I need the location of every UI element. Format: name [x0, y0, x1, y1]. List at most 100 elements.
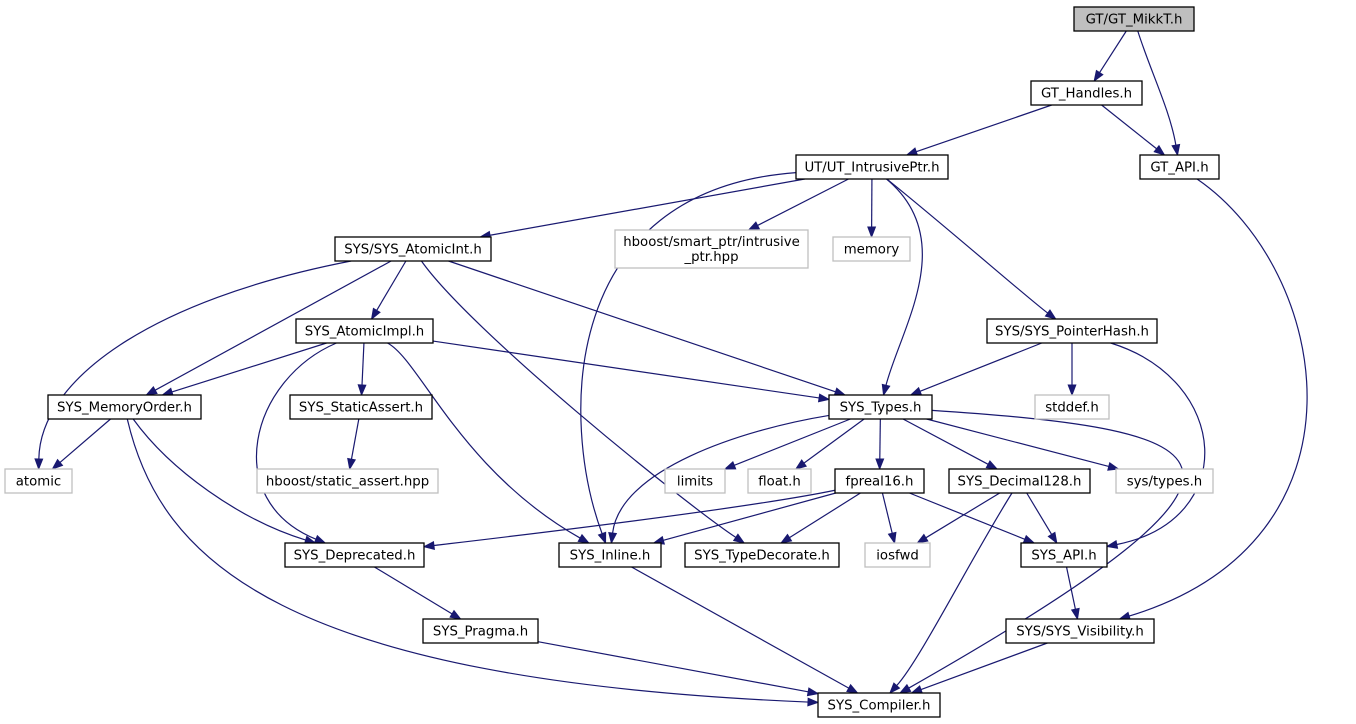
node-label: SYS_Pragma.h [433, 625, 528, 640]
node-sys_atomicint[interactable]: SYS/SYS_AtomicInt.h [334, 236, 492, 262]
edge-gt_handles-to-gt_api [1101, 104, 1166, 156]
edge-ut_intrusiveptr-to-memory [867, 178, 877, 239]
edge-sys_decimal128-to-iosfwd [916, 492, 1001, 544]
edges-layer [34, 30, 1308, 707]
node-memory: memory [832, 236, 911, 262]
edge-ut_intrusiveptr-to-sys_inline [580, 172, 797, 545]
node-label: GT_API.h [1150, 161, 1208, 176]
edge-gt_mikkt-to-gt_api [1137, 30, 1181, 157]
node-label: GT/GT_MikkT.h [1086, 13, 1183, 28]
edge-sys_inline-to-sys_compiler [631, 566, 859, 694]
edge-sys_decimal128-to-sys_api [1026, 492, 1058, 545]
edge-fpreal16-to-iosfwd [881, 492, 897, 545]
node-sys_pointerhash[interactable]: SYS/SYS_PointerHash.h [986, 318, 1158, 344]
node-label: SYS/SYS_Visibility.h [1016, 625, 1144, 640]
edge-sys_memoryorder-to-sys_deprecated [132, 418, 317, 545]
node-sys_memoryorder[interactable]: SYS_MemoryOrder.h [47, 394, 202, 420]
node-sys_atomicimpl[interactable]: SYS_AtomicImpl.h [295, 318, 434, 344]
edge-sys_atomicimpl-to-sys_types [432, 340, 831, 403]
edge-sys_atomicint-to-atomic [34, 260, 352, 471]
node-limits: limits [664, 468, 726, 494]
node-sys_inline[interactable]: SYS_Inline.h [558, 542, 662, 568]
edge-sys_atomicimpl-to-sys_inline [387, 342, 591, 544]
edge-fpreal16-to-sys_deprecated [422, 489, 836, 550]
edge-sys_types-to-fpreal16 [875, 418, 885, 471]
node-label: SYS_Deprecated.h [294, 549, 416, 564]
node-label: SYS_AtomicImpl.h [305, 325, 424, 340]
node-sys_staticassert[interactable]: SYS_StaticAssert.h [289, 394, 433, 420]
node-fpreal16[interactable]: fpreal16.h [834, 468, 925, 494]
edge-gt_api-to-sys_visibility [1118, 178, 1308, 621]
node-float_h: float.h [747, 468, 812, 494]
edge-sys_atomicint-to-sys_memoryorder [145, 260, 392, 396]
node-label: sys/types.h [1127, 475, 1203, 490]
node-label: GT_Handles.h [1041, 87, 1132, 102]
edge-sys_atomicimpl-to-sys_staticassert [357, 342, 367, 397]
node-sys_visibility[interactable]: SYS/SYS_Visibility.h [1005, 618, 1155, 644]
node-gt_handles[interactable]: GT_Handles.h [1030, 80, 1143, 106]
node-label: stddef.h [1045, 401, 1099, 416]
edge-sys_pragma-to-sys_compiler [537, 641, 820, 697]
edge-sys_staticassert-to-hboost_static_assert [347, 418, 360, 471]
node-sys_types[interactable]: SYS_Types.h [828, 394, 933, 420]
node-label: SYS_MemoryOrder.h [57, 401, 192, 416]
edge-gt_handles-to-ut_intrusiveptr [905, 104, 1052, 156]
edge-ut_intrusiveptr-to-sys_pointerhash [886, 178, 1057, 320]
node-label: SYS_Types.h [840, 401, 922, 416]
node-sys_decimal128[interactable]: SYS_Decimal128.h [948, 468, 1091, 494]
node-label: _ptr.hpp [683, 250, 738, 265]
edge-fpreal16-to-sys_inline [652, 492, 836, 545]
edge-sys_deprecated-to-sys_pragma [374, 566, 462, 620]
edge-fpreal16-to-sys_api [909, 492, 1036, 544]
node-label: memory [844, 243, 900, 258]
node-label: hboost/smart_ptr/intrusive [623, 235, 800, 250]
node-label: atomic [16, 475, 61, 490]
edge-sys_atomicimpl-to-sys_deprecated [255, 342, 337, 544]
edge-sys_atomicimpl-to-sys_memoryorder [161, 342, 327, 397]
nodes-layer: GT/GT_MikkT.hGT_Handles.hGT_API.h UT/UT_I… [4, 6, 1220, 718]
node-sys_pragma[interactable]: SYS_Pragma.h [422, 618, 539, 644]
edge-sys_types-to-sys_inline [608, 414, 830, 545]
node-gt_api[interactable]: GT_API.h [1139, 154, 1220, 180]
edge-ut_intrusiveptr-to-sys_types [881, 178, 923, 397]
node-label: iosfwd [876, 549, 919, 564]
edge-sys_memoryorder-to-atomic [51, 418, 111, 470]
edge-sys_decimal128-to-sys_compiler [888, 492, 1013, 695]
edge-sys_pointerhash-to-sys_api [1105, 342, 1206, 549]
edge-sys_pointerhash-to-stddef [1067, 343, 1077, 397]
node-gt_mikkt[interactable]: GT/GT_MikkT.h [1073, 6, 1195, 32]
node-stddef: stddef.h [1034, 394, 1110, 420]
node-label: SYS_Inline.h [570, 549, 651, 564]
node-hboost_intrusive: hboost/smart_ptr/intrusive_ptr.hpp [614, 229, 809, 269]
edge-fpreal16-to-sys_typedecorate [779, 492, 861, 544]
edge-gt_mikkt-to-gt_handles [1093, 30, 1127, 83]
node-sys_types_h: sys/types.h [1115, 468, 1214, 494]
node-sys_deprecated[interactable]: SYS_Deprecated.h [284, 542, 425, 568]
node-label: fpreal16.h [846, 475, 914, 490]
node-label: float.h [758, 475, 801, 490]
edge-sys_atomicint-to-sys_atomicimpl [370, 260, 407, 321]
edge-sys_api-to-sys_visibility [1065, 566, 1080, 621]
edge-sys_memoryorder-to-sys_compiler [126, 418, 820, 707]
node-ut_intrusiveptr[interactable]: UT/UT_IntrusivePtr.h [795, 154, 949, 180]
node-sys_typedecorate[interactable]: SYS_TypeDecorate.h [684, 542, 840, 568]
edge-sys_atomicint-to-sys_types [448, 260, 847, 396]
edge-sys_types-to-float_h [794, 418, 865, 470]
edge-sys_types-to-limits [723, 418, 851, 470]
node-sys_api[interactable]: SYS_API.h [1020, 542, 1108, 568]
node-label: SYS_API.h [1031, 549, 1096, 564]
node-label: SYS_Compiler.h [828, 699, 931, 714]
node-iosfwd: iosfwd [864, 542, 931, 568]
edge-sys_visibility-to-sys_compiler [910, 642, 1048, 694]
node-label: UT/UT_IntrusivePtr.h [804, 161, 939, 176]
node-label: SYS_StaticAssert.h [299, 401, 423, 416]
node-atomic: atomic [4, 468, 73, 494]
edge-sys_atomicint-to-sys_typedecorate [420, 260, 746, 544]
node-label: SYS_Decimal128.h [958, 475, 1082, 490]
node-label: hboost/static_assert.hpp [266, 475, 429, 490]
node-sys_compiler[interactable]: SYS_Compiler.h [817, 692, 941, 718]
node-label: SYS_TypeDecorate.h [694, 549, 830, 564]
edge-sys_types-to-sys_types_h [926, 418, 1120, 471]
node-hboost_static_assert: hboost/static_assert.hpp [256, 468, 439, 494]
